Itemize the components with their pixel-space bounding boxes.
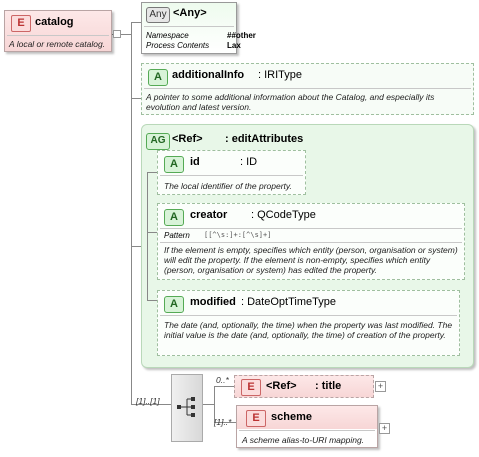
namespace-label: Namespace [146,31,189,40]
group-ref: <Ref> [172,133,203,145]
element-badge: E [11,15,31,32]
connector-root-h [112,34,132,35]
element-name: scheme [271,411,312,423]
connector-sequence [131,404,171,405]
any-wildcard[interactable]: Any <Any> Namespace ##other Process Cont… [141,2,256,54]
element-name: catalog [35,16,74,28]
seq-branch-in [203,404,214,405]
element-description: A local or remote catalog. [9,39,106,49]
connector-additional [131,98,141,99]
attribute-creator[interactable]: A creator : QCodeType Pattern [[^\s:]+:[… [157,203,465,280]
element-badge: E [246,410,266,427]
separator [160,315,457,316]
expand-plus-icon[interactable]: + [375,381,386,392]
namespace-value: ##other [227,31,256,40]
attribute-name: additionalInfo [172,69,245,81]
seq-branch-scheme [214,422,236,423]
attribute-type: : QCodeType [251,209,316,221]
element-name: : title [315,380,342,392]
sequence-cardinality: [1]..[1] [136,396,160,406]
separator [144,26,234,27]
attribute-badge: A [148,69,168,86]
attribute-modified[interactable]: A modified : DateOptTimeType The date (a… [157,290,460,356]
attribute-type: : IRIType [258,69,303,81]
process-contents-value: Lax [227,41,241,50]
attribute-description: The date (and, optionally, the time) whe… [164,320,453,340]
element-header [237,406,377,429]
attribute-name: creator [190,209,228,221]
attribute-group-badge: AG [146,133,170,150]
attribute-type: : ID [240,156,258,168]
group-inner-trunk [147,172,148,300]
attribute-name: id [190,156,200,168]
element-ref: <Ref> [266,380,297,392]
seq-branch-trunk [214,386,215,422]
catalog-element[interactable]: E catalog A local or remote catalog. [4,10,112,52]
attribute-description: A pointer to some additional information… [146,92,435,112]
separator [239,430,375,431]
sequence-icon [177,397,195,417]
element-title-ref[interactable]: E <Ref> : title [234,375,374,398]
group-inner-h1 [147,172,157,173]
connector-any [131,22,141,23]
separator [160,228,462,229]
element-badge: E [241,379,261,396]
any-badge: Any [146,7,170,23]
attribute-description: If the element is empty, specifies which… [164,245,458,275]
attribute-additional-info[interactable]: A additionalInfo : IRIType A pointer to … [141,63,474,115]
separator [160,242,462,243]
collapse-toggle[interactable] [113,30,121,38]
connector-trunk [131,22,132,405]
element-description: A scheme alias-to-URI mapping. [242,435,365,445]
element-scheme[interactable]: E scheme A scheme alias-to-URI mapping. [236,405,378,448]
separator [144,88,471,89]
seq-branch-title [214,386,234,387]
process-contents-label: Process Contents [146,41,210,50]
pattern-value: [[^\s:]+:[^\s]+] [204,231,272,239]
separator [160,175,303,176]
separator [7,35,109,36]
title-cardinality: 0..* [216,375,229,385]
scheme-cardinality: [1]..* [214,417,232,427]
attribute-badge: A [164,156,184,173]
attribute-name: modified [190,296,236,308]
pattern-label: Pattern [164,231,190,240]
attribute-type: : DateOptTimeType [241,296,336,308]
any-title: <Any> [173,7,207,19]
group-inner-h2 [147,232,157,233]
expand-plus-icon[interactable]: + [379,423,390,434]
connector-group [131,246,141,247]
group-name: : editAttributes [225,133,304,145]
group-inner-h3 [147,300,157,301]
sequence-compositor[interactable] [171,374,203,442]
attribute-badge: A [164,296,184,313]
attribute-description: The local identifier of the property. [164,181,292,191]
attribute-id[interactable]: A id : ID The local identifier of the pr… [157,150,306,195]
attribute-badge: A [164,209,184,226]
